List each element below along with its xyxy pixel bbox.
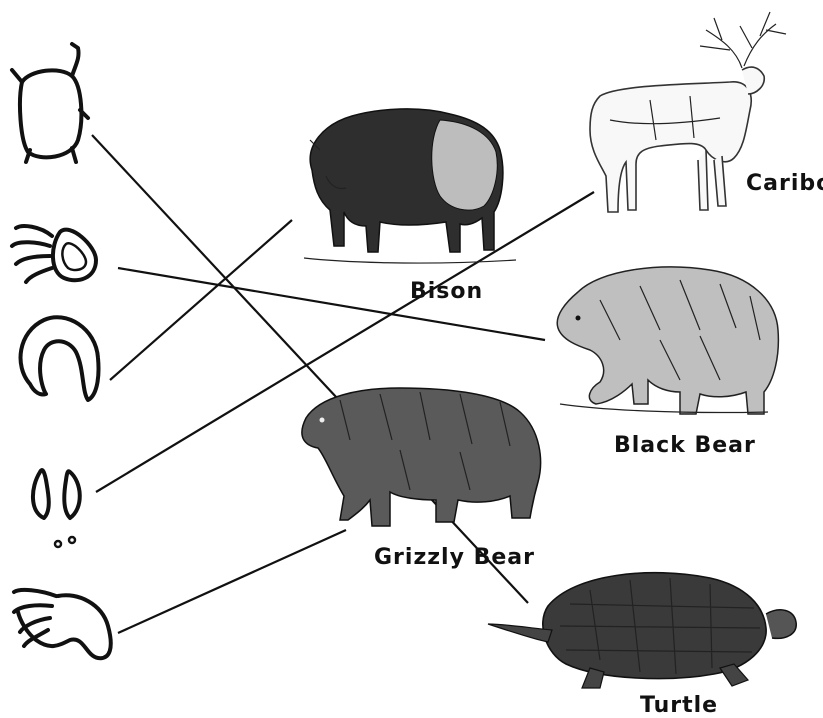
track-2-icon (12, 226, 96, 282)
bison-icon (304, 109, 516, 263)
connector-track-5-grizzly (118, 530, 346, 633)
label-bison: Bison (410, 279, 483, 304)
track-4-icon (33, 470, 80, 547)
label-caribou: Caribou (746, 171, 823, 196)
connector-track-3-bison (110, 220, 292, 380)
black-bear-icon (557, 267, 778, 414)
track-5-icon (14, 590, 111, 658)
label-grizzly-bear: Grizzly Bear (374, 545, 535, 570)
track-1-icon (12, 44, 88, 162)
label-turtle: Turtle (640, 693, 718, 718)
track-3-icon (21, 317, 99, 400)
label-black-bear: Black Bear (614, 433, 756, 458)
grizzly-bear-icon (302, 388, 541, 526)
turtle-icon (488, 573, 796, 688)
